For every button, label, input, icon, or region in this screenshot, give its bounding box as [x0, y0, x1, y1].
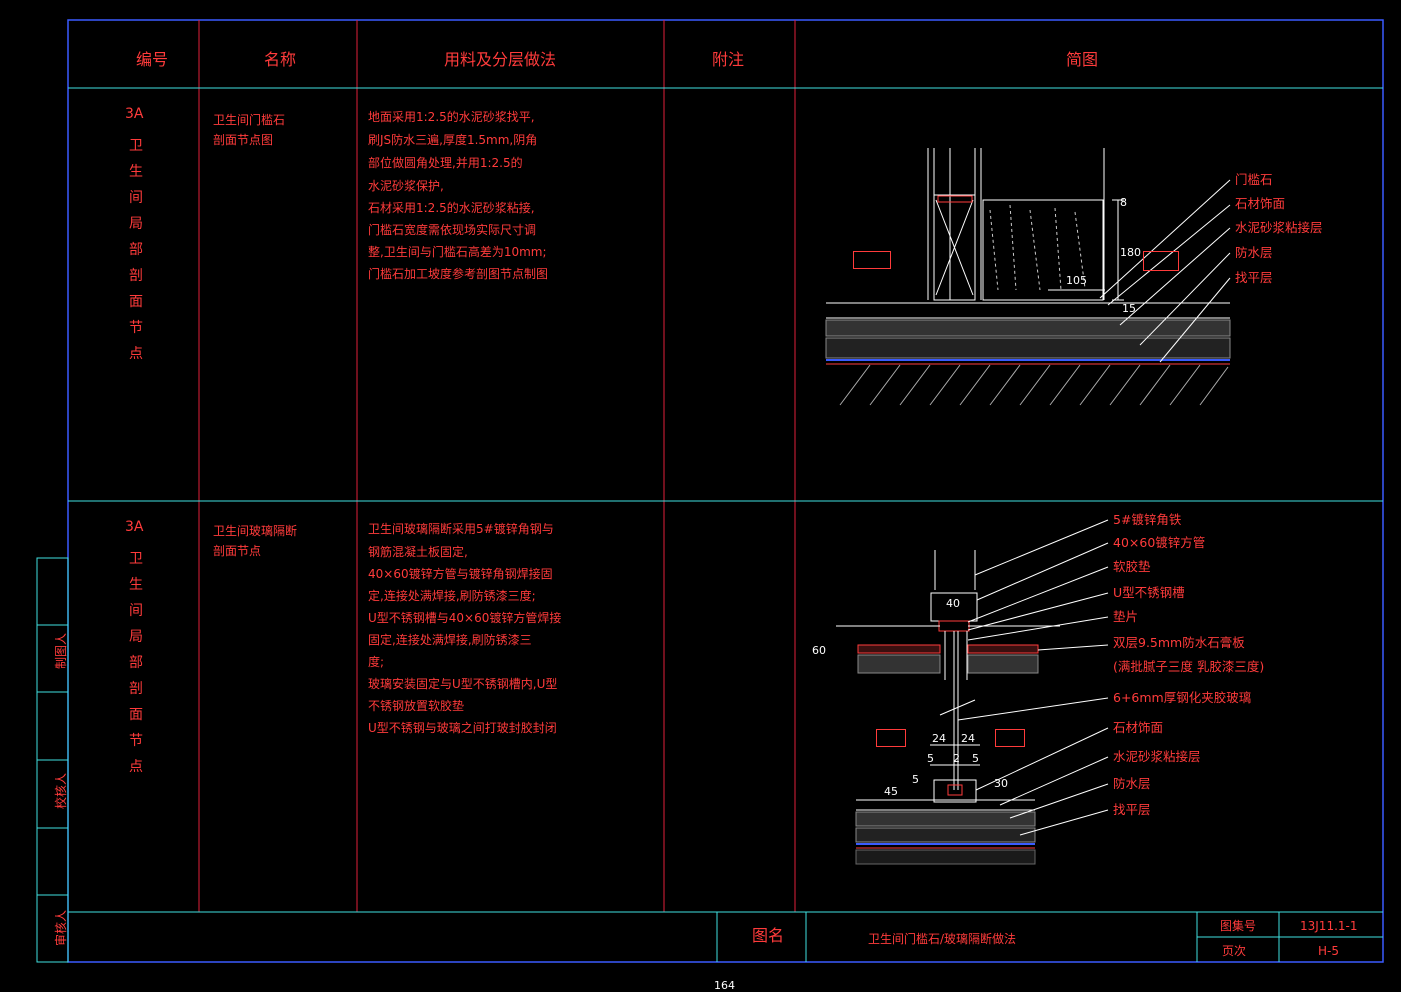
row2-material-line: U型不锈钢与玻璃之间打玻封胶封闭: [368, 721, 557, 735]
row2-name-line1: 卫生间玻璃隔断: [213, 524, 298, 538]
header-drawing: 简图: [1066, 50, 1099, 69]
dimension-label: 5: [927, 752, 934, 765]
row2-material-line: 定,连接处满焊接,刷防锈漆三度;: [368, 589, 536, 603]
header-name: 名称: [264, 50, 297, 69]
dimension-label: 30: [994, 777, 1008, 790]
callout-label: 水泥砂浆粘接层: [1113, 749, 1201, 764]
row1-material-line: 刷JS防水三遍,厚度1.5mm,阴角: [368, 133, 538, 147]
header-note: 附注: [712, 50, 745, 69]
title-block-drawing-no-label: 图集号: [1220, 919, 1257, 933]
row1-material-line: 门槛石加工坡度参考剖图节点制图: [368, 267, 549, 281]
callout-label: U型不锈钢槽: [1113, 585, 1185, 600]
callout-label: 找平层: [1113, 802, 1151, 817]
title-block-page-value: H-5: [1318, 944, 1339, 958]
header-material: 用料及分层做法: [444, 50, 557, 69]
tag-box: [876, 729, 906, 747]
dimension-label: 5: [912, 773, 919, 786]
dimension-label: 5: [972, 752, 979, 765]
callout-label: (满批腻子三度 乳胶漆三度): [1113, 659, 1265, 674]
callout-label: 6+6mm厚钢化夹胶玻璃: [1113, 690, 1252, 705]
callout-label: 石材饰面: [1113, 720, 1164, 735]
row1-material-line: 部位做圆角处理,并用1:2.5的: [368, 156, 523, 170]
dimension-label: 15: [1122, 302, 1136, 315]
row2-material-line: 钢筋混凝土板固定,: [368, 545, 468, 559]
section-drawing-door-sill: [825, 148, 1231, 406]
row1-material-line: 整,卫生间与门槛石高差为10mm;: [368, 245, 547, 259]
dimension-label: 105: [1066, 274, 1087, 287]
title-block-name-value: 卫生间门槛石/玻璃隔断做法: [868, 932, 1017, 946]
title-block-name-label: 图名: [752, 926, 785, 945]
title-block-drawing-no-value: 13J11.1-1: [1300, 919, 1358, 933]
row1-code: 3A: [125, 106, 144, 122]
row2-material-line: 固定,连接处满焊接,刷防锈漆三: [368, 633, 532, 647]
callout-label: 防水层: [1113, 776, 1151, 791]
dimension-label: 40: [946, 597, 960, 610]
callout-label: 40×60镀锌方管: [1113, 535, 1206, 550]
section-drawing-glass-partition: [836, 519, 1109, 865]
row2-material-line: 度;: [368, 655, 385, 669]
dimension-label: 2: [953, 752, 960, 765]
row1-code-text: 卫生间局部剖面节点: [129, 138, 143, 362]
callout-label: 找平层: [1235, 270, 1273, 285]
header-number: 编号: [136, 50, 169, 69]
dimension-label: 24: [932, 732, 946, 745]
row2-material-line: 卫生间玻璃隔断采用5#镀锌角钢与: [368, 522, 554, 536]
callout-label: 防水层: [1235, 245, 1273, 260]
row1-name-line2: 剖面节点图: [213, 133, 274, 147]
callout-label: 软胶垫: [1113, 559, 1151, 574]
dimension-label: 8: [1120, 196, 1127, 209]
callout-label: 水泥砂浆粘接层: [1235, 220, 1323, 235]
side-label-drawer: 制图人: [54, 632, 69, 670]
row1-material-line: 石材采用1:2.5的水泥砂浆粘接,: [368, 201, 535, 215]
dimension-label: 45: [884, 785, 898, 798]
tag-box: [995, 729, 1025, 747]
row2-code: 3A: [125, 519, 144, 535]
dimension-label: 24: [961, 732, 975, 745]
title-block-page-label: 页次: [1222, 944, 1247, 958]
row1-name-line1: 卫生间门槛石: [213, 113, 286, 127]
row2-material-line: U型不锈钢槽与40×60镀锌方管焊接: [368, 611, 562, 625]
row2-name-line2: 剖面节点: [213, 544, 262, 558]
row1-material-line: 门槛石宽度需依现场实际尺寸调: [368, 223, 537, 237]
callout-label: 5#镀锌角铁: [1113, 512, 1182, 527]
page-number: 164: [714, 979, 735, 992]
row1-material-line: 地面采用1:2.5的水泥砂浆找平,: [368, 110, 535, 124]
callout-label: 双层9.5mm防水石膏板: [1113, 635, 1245, 650]
callout-label: 垫片: [1113, 609, 1139, 624]
side-label-checker: 校核人: [54, 772, 69, 810]
side-label-approver: 审核人: [54, 909, 69, 947]
row2-material-line: 不锈钢放置软胶垫: [368, 699, 465, 713]
callout-label: 门槛石: [1235, 172, 1273, 187]
dimension-label: 180: [1120, 246, 1141, 259]
row2-material-line: 玻璃安装固定与U型不锈钢槽内,U型: [368, 677, 558, 691]
row2-material-line: 40×60镀锌方管与镀锌角钢焊接固: [368, 567, 553, 581]
tag-box: [853, 251, 891, 269]
row1-material-line: 水泥砂浆保护,: [368, 179, 444, 193]
callout-label: 石材饰面: [1235, 196, 1286, 211]
row2-code-text: 卫生间局部剖面节点: [129, 551, 143, 775]
dimension-label: 60: [812, 644, 826, 657]
tag-box: [1143, 251, 1179, 271]
